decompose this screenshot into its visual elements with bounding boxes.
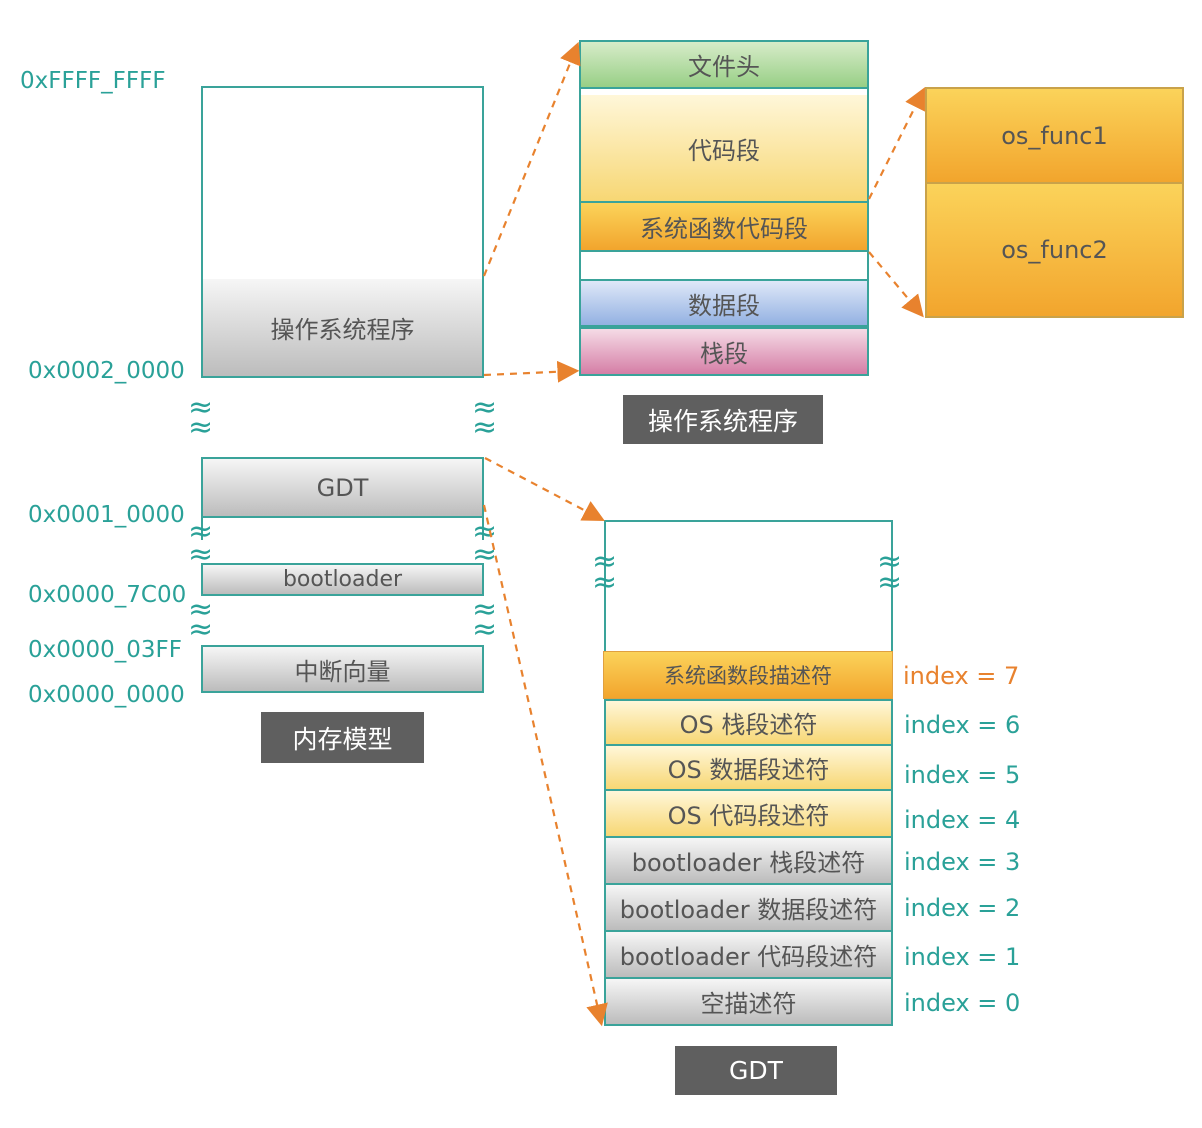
break-mark-right: ≈ [472,410,498,445]
memory-os-program-block: 操作系统程序 [203,279,482,376]
break-mark-right: ≈ [472,592,498,627]
arrow-gdt-top [484,457,605,522]
gdt-top-region [604,520,893,652]
os-stack-segment: 栈段 [579,327,869,376]
os-file-header: 文件头 [581,42,867,89]
gdt-entry-5: OS 数据段述符 [604,744,893,791]
break-mark-right: ≈ [472,390,498,425]
gdt-index-7: index = 7 [903,662,1020,690]
arrow-os-bottom-to-stack [483,360,580,383]
memory-model-caption: 内存模型 [261,712,424,763]
memory-bootloader-block: bootloader [201,563,484,596]
break-mark-left: ≈ [188,514,214,549]
gdt-index-2: index = 2 [904,894,1021,922]
break-mark-left: ≈ [592,565,618,600]
os-data-segment: 数据段 [579,279,869,327]
address-0001-0000: 0x0001_0000 [28,502,185,528]
gdt-entry-1: bootloader 代码段述符 [604,930,893,979]
arrow-sysfunc-to-func1 [868,87,925,200]
gdt-index-0: index = 0 [904,989,1021,1017]
address-0000-03ff: 0x0000_03FF [28,637,183,663]
address-0000-7c00: 0x0000_7C00 [28,582,187,608]
os-code-segment: 代码段 [581,95,867,201]
gdt-index-1: index = 1 [904,943,1021,971]
memory-gap-region [201,516,484,540]
gdt-entry-2: bootloader 数据段述符 [604,883,893,932]
break-mark-left: ≈ [188,592,214,627]
os-func1-block: os_func1 [925,87,1184,184]
os-func2-block: os_func2 [925,182,1184,318]
break-mark-left: ≈ [592,544,618,579]
break-mark-left: ≈ [188,612,214,647]
os-program-caption: 操作系统程序 [623,395,823,444]
gdt-entry-0: 空描述符 [604,977,893,1026]
break-mark-right: ≈ [472,514,498,549]
break-mark-left: ≈ [188,410,214,445]
gdt-index-4: index = 4 [904,806,1021,834]
gdt-caption: GDT [675,1046,837,1095]
arrow-sysfunc-to-func2 [868,251,924,318]
gdt-index-5: index = 5 [904,761,1021,789]
address-0000-0000: 0x0000_0000 [28,682,185,708]
gdt-entry-7: 系统函数段描述符 [603,651,893,699]
gdt-entry-4: OS 代码段述符 [604,789,893,838]
break-mark-right: ≈ [877,565,903,600]
gdt-entry-6: OS 栈段述符 [604,699,893,746]
address-ffff-ffff: 0xFFFF_FFFF [20,68,166,94]
address-0002-0000: 0x0002_0000 [28,358,185,384]
arrow-gdt-bottom [482,504,608,1027]
arrow-os-top-to-header [482,41,581,277]
break-mark-right: ≈ [472,612,498,647]
os-sys-func-code-segment: 系统函数代码段 [579,201,869,252]
gdt-index-3: index = 3 [904,848,1021,876]
gdt-entry-3: bootloader 栈段述符 [604,836,893,885]
break-mark-right: ≈ [877,544,903,579]
gdt-index-6: index = 6 [904,711,1021,739]
break-mark-left: ≈ [188,390,214,425]
memory-gdt-block: GDT [201,457,484,518]
memory-interrupt-vector-block: 中断向量 [201,645,484,693]
